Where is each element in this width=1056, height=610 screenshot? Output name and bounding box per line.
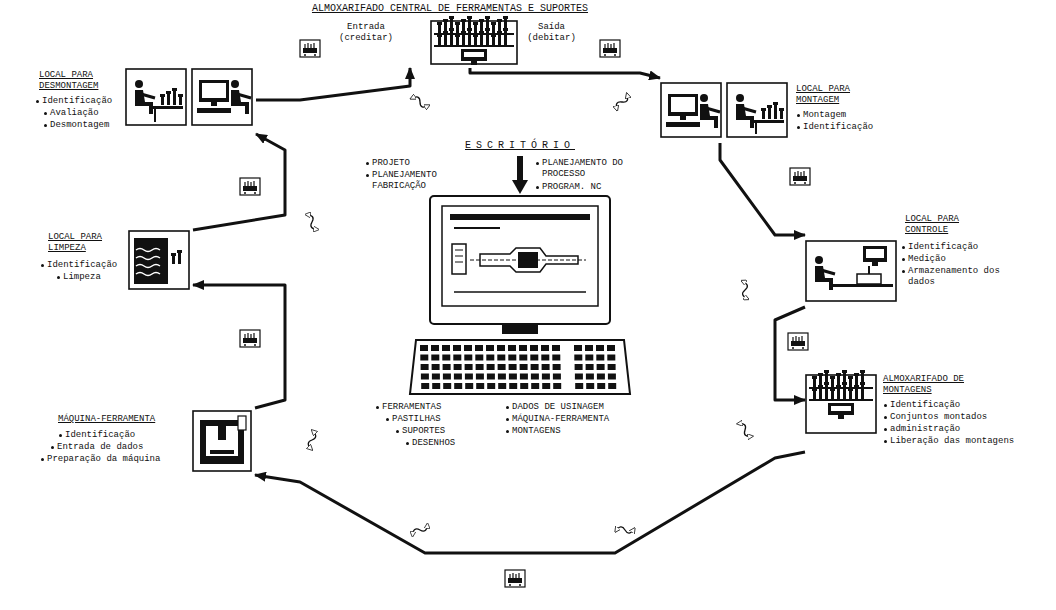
station-task: Identificação [58,430,135,441]
workstation: LOCAL PARA LIMPEZA IdentificaçãoLimpeza [40,230,193,300]
station-task: Preparação da máquina [40,454,160,465]
station-pictogram [660,82,722,138]
station-pictogram [805,240,897,302]
flow-arrow [256,68,410,100]
station-task: Conjuntos montados [883,412,987,423]
station-task: Montagem [796,110,846,121]
workstation: LOCAL PARA MONTAGEM MontagemIdentificação [660,78,876,143]
station-task: MÁQUINA-FERRAMENTA [505,414,609,425]
flow-arrow [470,68,660,78]
station-task: Identificação [883,400,960,411]
station-heading: ESCRITÓRIO [440,140,600,151]
workstation: ALMOXARIFADO DE MONTAGENS IdentificaçãoCo… [805,372,1017,452]
flow-arrow [775,307,805,400]
station-task: Limpeza [56,272,101,283]
station-task: Entrada (creditar) [335,22,397,44]
flow-arrow [193,285,285,408]
station-task: FERRAMENTAS [375,402,441,413]
station-task: PASTILHAS [385,414,441,425]
flow-arrow [720,143,805,235]
office-station: ESCRITÓRIO PROJETOPLANEJAMENTO FABRICAÇÃO… [355,140,685,458]
station-heading: LOCAL PARA CONTROLE [905,214,995,236]
station-heading: ALMOXARIFADO DE MONTAGENS [883,374,995,396]
station-task: administração [883,424,960,435]
station-task: Armazenamento dos dados [901,266,1004,288]
workstation: MÁQUINA-FERRAMENTA IdentificaçãoEntrada d… [40,408,255,475]
station-heading: LOCAL PARA MONTAGEM [796,84,872,106]
station-task: Entrada de dados [50,442,143,453]
flow-arrow [193,134,285,230]
station-task: MONTAGENS [505,426,561,437]
station-pictogram [191,68,253,126]
station-task: PROJETO [365,158,410,169]
computer-illustration [410,196,632,396]
workstation: LOCAL PARA CONTROLE IdentificaçãoMediçãoA… [805,212,1007,307]
station-task: Identificação [796,122,873,133]
station-pictogram [805,374,877,434]
down-arrow [512,154,528,196]
station-task: Saída (debitar) [523,22,580,44]
station-heading: MÁQUINA-FERRAMENTA [58,414,155,425]
station-task: SUPORTES [395,426,445,437]
station-pictogram [430,20,518,65]
station-task: PROGRAM. NC [535,182,601,193]
station-pictogram [726,82,788,138]
workstation: LOCAL PARA DESMONTAGEM IdentificaçãoAvali… [35,68,256,134]
workstation: Entrada (creditar) Saída (debitar) [335,20,583,68]
station-task: PLANEJAMENTO FABRICAÇÃO [365,170,468,192]
station-heading: LOCAL PARA LIMPEZA [48,232,122,254]
station-pictogram [128,230,190,290]
station-task: Medição [901,254,946,265]
station-task: PLANEJAMENTO DO PROCESSO [535,158,642,180]
station-task: Identificação [901,242,978,253]
diagram-title: ALMOXARIFADO CENTRAL DE FERRAMENTAS E SU… [180,3,720,14]
exchange-arrows [306,94,752,536]
station-task: DADOS DE USINAGEM [505,402,604,413]
station-task: Identificação [40,260,117,271]
station-pictogram [125,68,187,126]
station-task: Liberação das montagens [883,436,1014,447]
flow-arrow [255,452,805,553]
station-task: Identificação [35,96,112,107]
station-task: DESENHOS [405,438,455,449]
station-pictogram [192,410,252,472]
station-task: Desmontagem [43,120,109,131]
tool-cart-icons [240,40,810,587]
station-task: Avaliação [43,108,99,119]
station-heading: LOCAL PARA DESMONTAGEM [39,70,121,92]
